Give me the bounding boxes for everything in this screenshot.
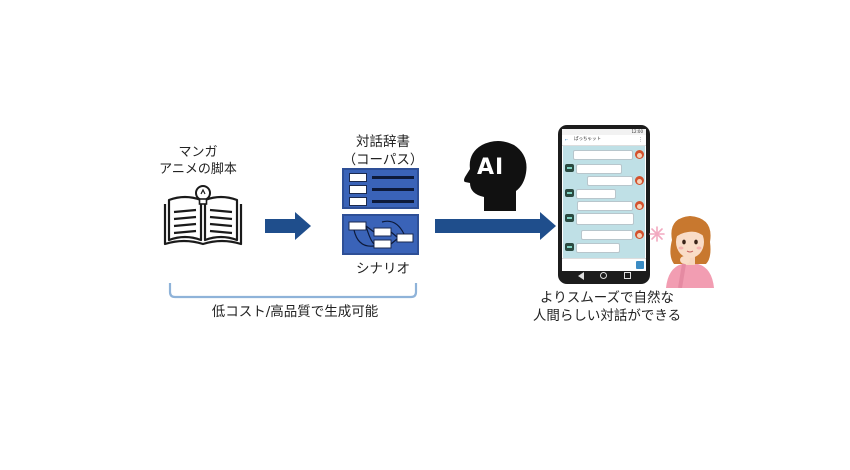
back-arrow-icon[interactable]: ← [565, 137, 569, 142]
ai-label: AI [477, 155, 505, 180]
arrow-to-corpus [265, 212, 311, 240]
user-avatar-icon [635, 176, 644, 185]
chat-bubble-bot [576, 189, 616, 199]
status-bar: 12:00 [562, 129, 646, 135]
user-avatar-icon [635, 201, 644, 210]
bot-avatar-icon [565, 243, 574, 251]
arrow-to-phone [435, 212, 556, 240]
bot-avatar-icon [565, 189, 574, 197]
bracket-caption: 低コスト/高品質で生成可能 [211, 304, 379, 320]
source-label-line2: アニメの脚本 [159, 162, 237, 177]
bot-avatar-icon [565, 164, 574, 172]
corpus-label-line1: 対話辞書 [356, 134, 410, 150]
thinking-woman-illustration [666, 216, 714, 288]
bot-avatar-icon [565, 214, 574, 222]
bracket [168, 283, 418, 299]
chat-bubble-bot [576, 164, 622, 174]
user-avatar-icon [635, 230, 644, 239]
chat-bubble-user [581, 230, 633, 240]
ai-head-icon [464, 141, 527, 211]
sparkle-icon [649, 226, 665, 242]
open-book-icon [163, 185, 243, 246]
chat-bubble-user [573, 150, 633, 160]
chat-bubble-user [577, 201, 633, 211]
send-button[interactable] [636, 261, 644, 269]
phone-screen: 12:00 ← ぱっちゃット ⋮ [562, 129, 646, 271]
result-caption-line1: よりスムーズで自然な [539, 290, 675, 306]
overflow-menu-icon[interactable]: ⋮ [638, 137, 643, 143]
user-avatar-icon [635, 150, 644, 159]
chat-bubble-user [587, 176, 633, 186]
nav-home-icon[interactable] [600, 272, 607, 279]
source-label: マンガ アニメの脚本 [148, 144, 248, 178]
nav-recent-icon[interactable] [624, 272, 631, 279]
corpus-label-line2: （コーパス） [342, 152, 424, 168]
chat-input-bar[interactable] [562, 258, 646, 271]
chat-area [563, 146, 645, 258]
result-caption: よりスムーズで自然な 人間らしい対話ができる [527, 289, 687, 325]
app-bar: ← ぱっちゃット ⋮ [562, 135, 646, 146]
lightbulb-icon [195, 185, 211, 205]
nav-back-icon[interactable] [578, 272, 584, 280]
scenario-flow-diagram [348, 220, 414, 249]
chat-bubble-bot [576, 213, 634, 225]
scenario-label: シナリオ [356, 261, 410, 277]
result-caption-line2: 人間らしい対話ができる [532, 308, 682, 324]
scenario-panel [342, 214, 419, 255]
app-title: ぱっちゃット [574, 137, 601, 142]
corpus-label: 対話辞書 （コーパス） [333, 133, 433, 169]
chat-bubble-bot [576, 243, 620, 253]
nav-bar [562, 271, 646, 282]
corpus-panel [342, 168, 419, 209]
source-label-line1: マンガ [178, 145, 218, 160]
smartphone: 12:00 ← ぱっちゃット ⋮ [558, 125, 650, 284]
status-time: 12:00 [631, 129, 643, 134]
